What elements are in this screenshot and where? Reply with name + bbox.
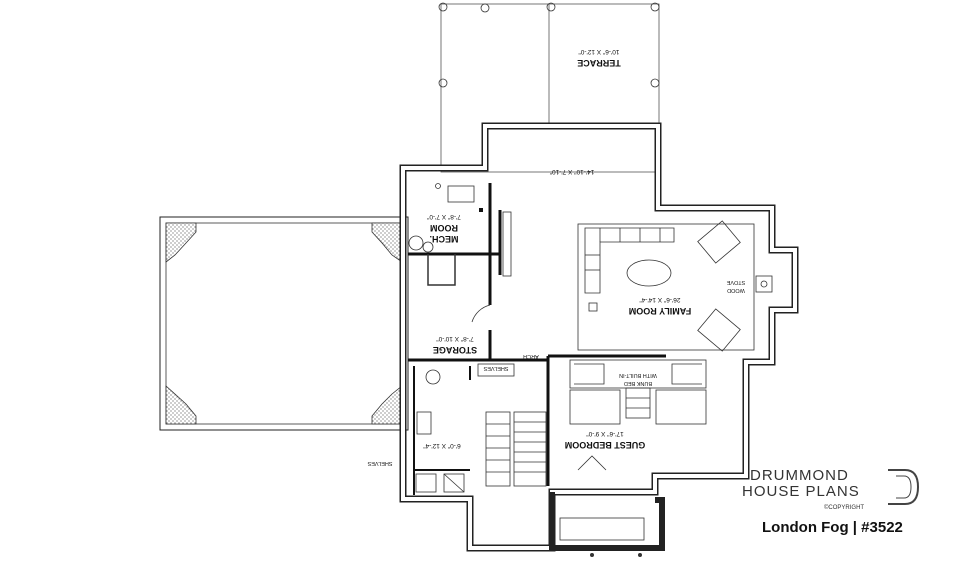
bunk-bed-line2: WITH BUILT-IN — [619, 372, 657, 378]
bunk-bed-line1: BUNK BED — [624, 380, 652, 386]
bunk-bed-label: BUNK BED WITH BUILT-IN — [619, 372, 657, 386]
guest-bedroom-dims: 17'-6" X 9'-0" — [586, 430, 624, 437]
shelves-outer-label: SHELVES — [367, 460, 392, 466]
brand-block: DRUMMOND HOUSE PLANS ©COPYRIGHT — [742, 467, 932, 512]
storage-dims: 7'-8" X 10'-0" — [436, 335, 474, 342]
garage-slab — [159, 216, 409, 431]
shelves-inner-label: SHELVES — [483, 365, 508, 371]
wood-stove-label: WOOD STOVE — [726, 279, 745, 293]
wood-stove-line2: STOVE — [726, 279, 745, 285]
house-exterior-walls — [399, 122, 799, 557]
mech-room-name-line2: ROOM — [430, 223, 458, 233]
guest-bedroom-name: GUEST BEDROOM — [565, 440, 646, 450]
family-room-furniture — [577, 220, 773, 352]
family-room-label: FAMILY ROOM 26'-6" X 14'-4" — [629, 296, 692, 316]
storage-name: STORAGE — [433, 345, 477, 355]
brand-line2: HOUSE PLANS — [742, 483, 860, 500]
family-room-dims: 26'-6" X 14'-4" — [639, 296, 681, 303]
storage-label: STORAGE 7'-8" X 10'-0" — [433, 335, 477, 355]
terrace-name: TERRACE — [577, 58, 621, 68]
open-area-label: 14'-10" X 7'-10" — [549, 168, 594, 175]
terrace-label: TERRACE 10'-6" X 12'-0" — [577, 48, 621, 68]
mech-room-dims: 7'-8" X 7'-0" — [426, 213, 461, 220]
shelves-inner-text: SHELVES — [483, 365, 508, 371]
arch-label: ARCH — [523, 353, 539, 359]
brand-line1: DRUMMOND — [750, 467, 849, 484]
brand-copyright: ©COPYRIGHT — [824, 505, 865, 511]
shelves-box — [477, 363, 515, 377]
storage-wall — [427, 254, 456, 286]
open-area-dims: 14'-10" X 7'-10" — [549, 168, 594, 175]
shelves-outer-text: SHELVES — [367, 460, 392, 466]
wood-stove-line1: WOOD — [727, 287, 745, 293]
bath-label: 6'-0" X 12'-4" — [423, 442, 461, 449]
guest-bedroom-label: GUEST BEDROOM 17'-6" X 9'-0" — [565, 430, 646, 450]
storage-door-swing — [471, 304, 491, 323]
brand-logo-icon — [888, 469, 920, 505]
arch-text: ARCH — [523, 353, 539, 359]
mech-equipment — [408, 183, 483, 253]
bunk-bed — [569, 359, 707, 471]
terrace-outline — [438, 2, 660, 173]
mech-room-label: MECH. ROOM 7'-8" X 7'-0" — [426, 213, 461, 244]
bath-dims: 6'-0" X 12'-4" — [423, 442, 461, 449]
interior-walls — [408, 183, 666, 495]
plan-title: London Fog | #3522 — [762, 519, 903, 536]
stairs — [485, 411, 547, 487]
mech-room-name-line1: MECH. — [430, 234, 459, 244]
terrace-dims: 10'-6" X 12'-0" — [578, 48, 620, 55]
bath-fixtures — [415, 369, 465, 493]
family-room-name: FAMILY ROOM — [629, 306, 692, 316]
